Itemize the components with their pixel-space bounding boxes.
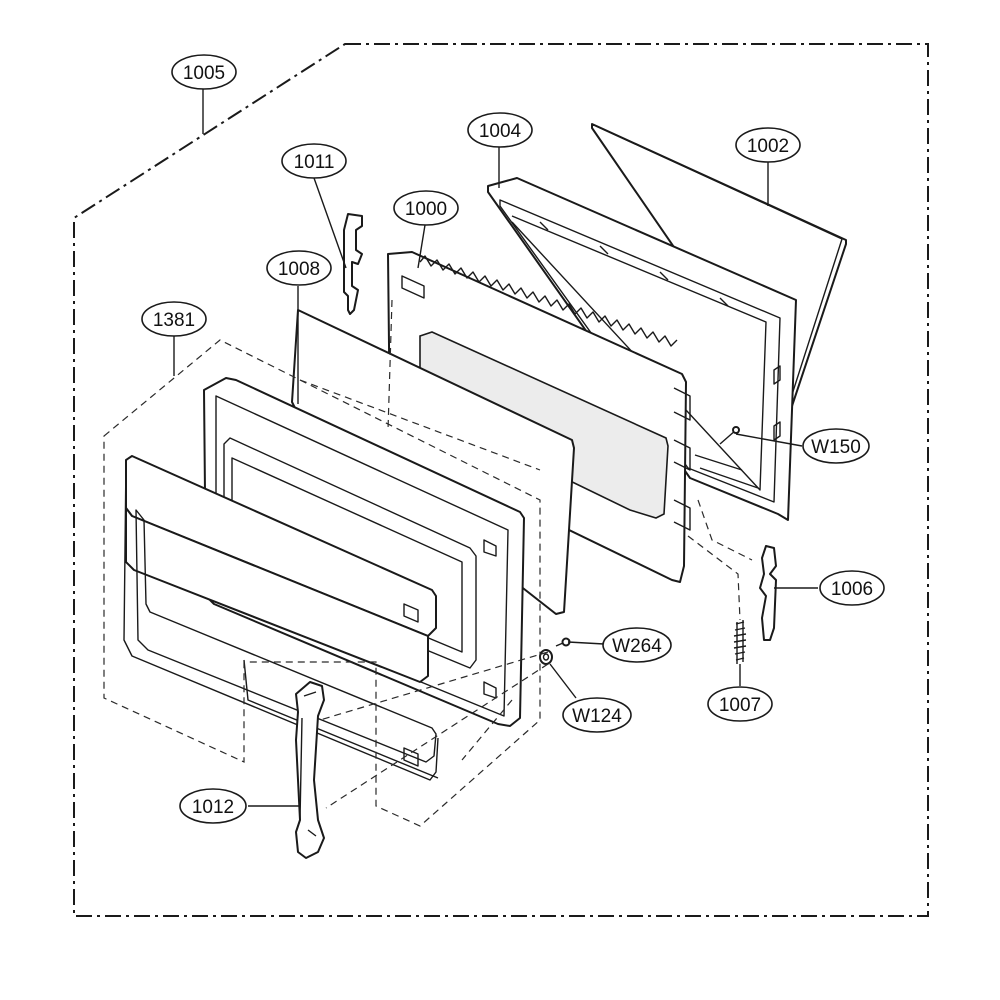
callout-label: 1007 — [719, 695, 761, 716]
callout-1008: 1008 — [266, 250, 332, 286]
callout-label: 1005 — [183, 63, 225, 84]
part-1004-choke-frame — [487, 177, 797, 521]
callout-1012: 1012 — [179, 788, 247, 824]
callout-label: 1381 — [153, 310, 195, 331]
leader-lines — [173, 88, 818, 807]
part-1012-handle — [295, 681, 325, 859]
callout-label: 1002 — [747, 136, 789, 157]
callout-1011: 1011 — [281, 143, 347, 179]
callout-w124: W124 — [562, 697, 632, 733]
callout-label: W264 — [612, 636, 662, 657]
callout-1004: 1004 — [467, 112, 533, 148]
callout-label: 1006 — [831, 579, 873, 600]
callout-w150: W150 — [802, 428, 870, 464]
callout-label: 1008 — [278, 259, 320, 280]
part-1006-hook — [759, 545, 777, 641]
callout-1000: 1000 — [393, 190, 459, 226]
callout-1006: 1006 — [819, 570, 885, 606]
callout-1005: 1005 — [171, 54, 237, 90]
part-door-front-frame — [123, 455, 439, 781]
callout-label: W124 — [572, 706, 622, 727]
callout-label: 1000 — [405, 199, 447, 220]
assembly-phantom-lines — [103, 299, 753, 827]
part-w264-screw — [555, 637, 571, 647]
callout-label: 1011 — [294, 152, 335, 173]
callout-label: 1004 — [479, 121, 522, 142]
callout-1381: 1381 — [141, 301, 207, 337]
part-w150-screw — [719, 426, 740, 445]
callout-label: 1012 — [192, 797, 234, 818]
callout-w264: W264 — [602, 627, 672, 663]
callout-1002: 1002 — [735, 127, 801, 163]
part-1011-latch-bracket — [343, 213, 363, 315]
part-1007-spring — [733, 620, 747, 664]
callout-label: W150 — [811, 437, 861, 458]
callout-1007: 1007 — [707, 686, 773, 722]
assembly-boundary-1005 — [73, 43, 929, 917]
